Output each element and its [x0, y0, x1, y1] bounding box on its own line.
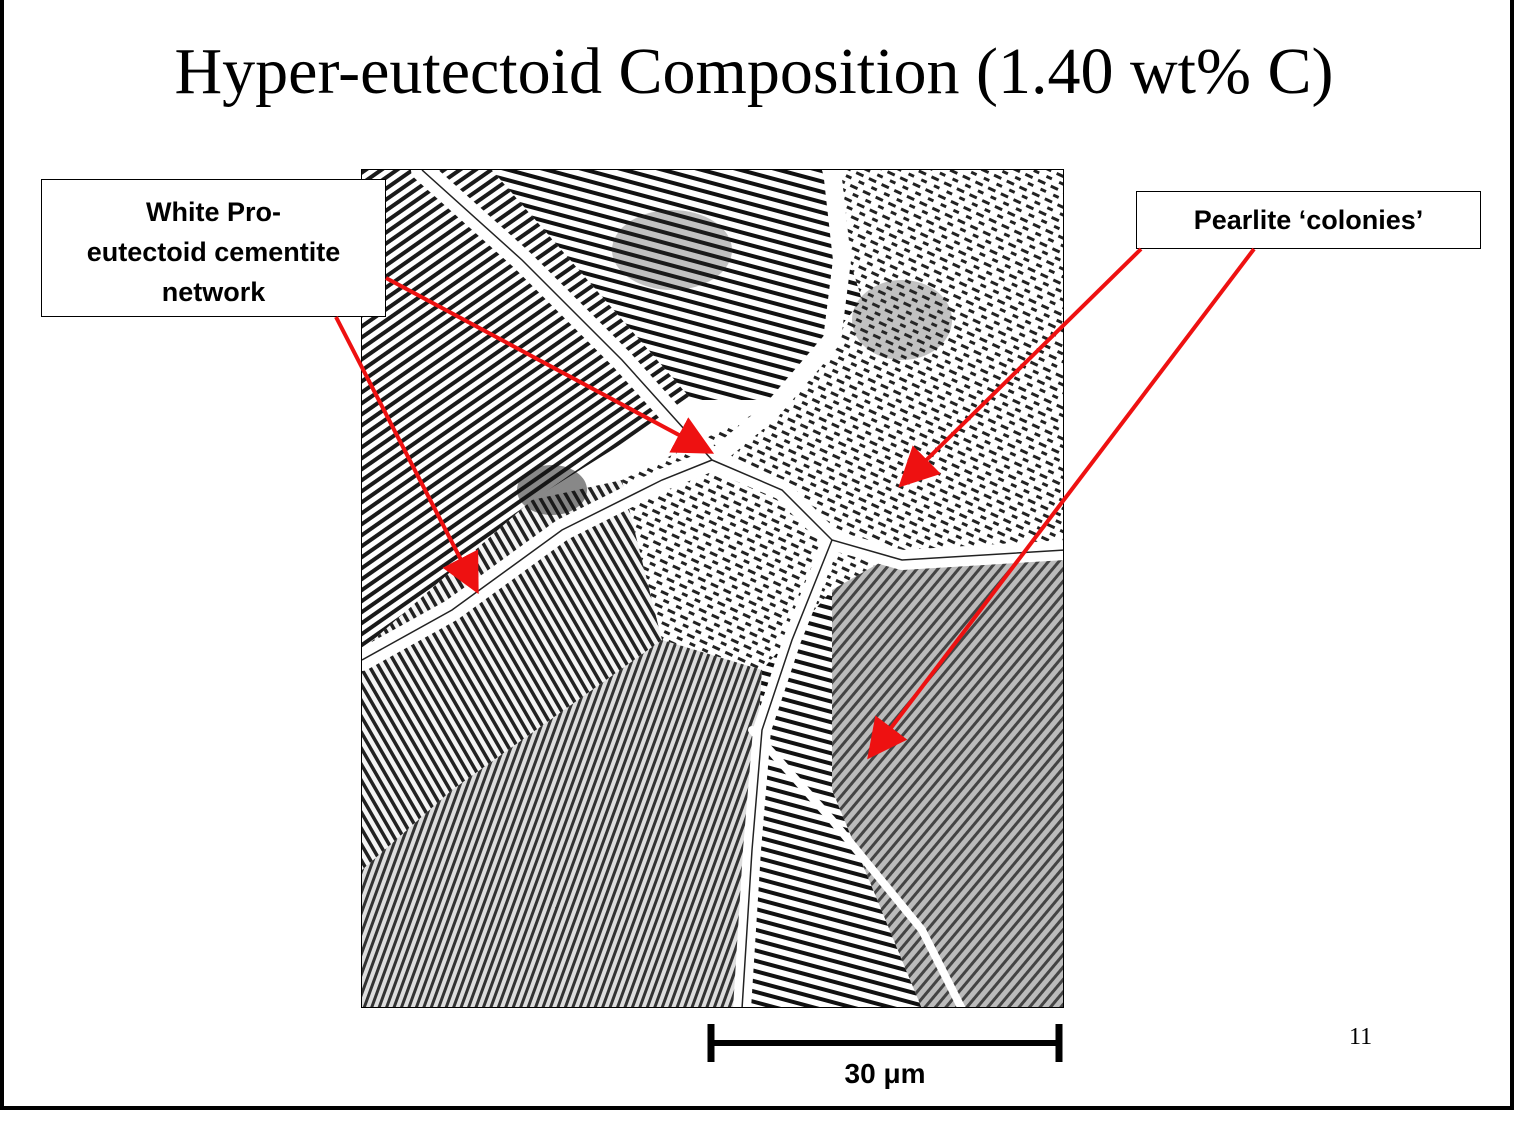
slide-title: Hyper-eutectoid Composition (1.40 wt% C) — [174, 35, 1334, 108]
micrograph-graphic — [362, 170, 1063, 1007]
callout-left-line2: eutectoid cementite — [86, 237, 341, 267]
page-number: 11 — [1349, 1024, 1373, 1050]
callout-left-line1: White Pro- — [146, 197, 281, 227]
scale-bar — [707, 1024, 1063, 1062]
callout-left-line3: network — [161, 277, 266, 307]
scale-bar-label: 30 μm — [844, 1058, 926, 1089]
pearlite-colonies-callout: Pearlite ‘colonies’ — [1136, 191, 1481, 249]
cementite-network-callout: White Pro- eutectoid cementite network — [41, 179, 386, 317]
micrograph-image — [361, 169, 1064, 1008]
